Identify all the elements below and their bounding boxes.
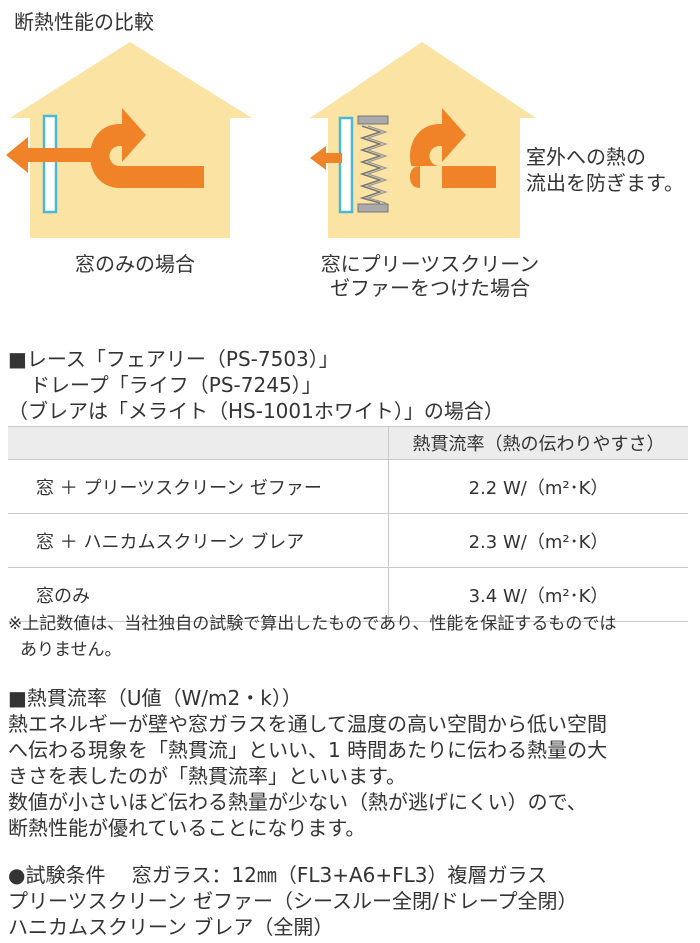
section2-heading: ■熱貫流率（U値（W/m2・k））: [8, 686, 302, 710]
performance-table: 熱貫流率（熱の伝わりやすさ） 窓 ＋ プリーツスクリーン ゼファー 2.2 W/…: [8, 426, 688, 622]
left-caption: 窓のみの場合: [75, 252, 195, 276]
right-caption-line2: ゼファーをつけた場合: [330, 276, 530, 300]
diagram-note: 室外への熱の 流出を防ぎます。: [526, 144, 684, 196]
house-window-only-diagram: [6, 42, 252, 238]
table-row: 窓 ＋ ハニカムスクリーン ブレア 2.3 W/（m²･K）: [8, 513, 688, 568]
table-header-row: 熱貫流率（熱の伝わりやすさ）: [8, 426, 688, 460]
row-value: 2.2 W/（m²･K）: [388, 459, 688, 514]
table-row: 窓 ＋ プリーツスクリーン ゼファー 2.2 W/（m²･K）: [8, 459, 688, 514]
table-row: 窓のみ 3.4 W/（m²･K）: [8, 567, 688, 622]
section2-line: 断熱性能が優れていることになります。: [8, 816, 366, 840]
row-label: 窓のみ: [8, 567, 389, 622]
row-value: 2.3 W/（m²･K）: [388, 513, 688, 568]
heat-outflow-arrow-icon: [310, 146, 326, 170]
diagram-note-line2: 流出を防ぎます。: [526, 171, 684, 195]
pleated-screen-icon: [357, 115, 389, 213]
window-glass: [338, 116, 354, 214]
heat-arrow-icon: [90, 108, 204, 188]
row-label: 窓 ＋ ハニカムスクリーン ブレア: [8, 513, 389, 568]
section3-line: プリーツスクリーン ゼファー（シースルー全閉/ドレープ全閉）: [8, 889, 578, 913]
section2-line: 数値が小さいほど伝わる熱量が少ない（熱が逃げにくい）ので、: [8, 790, 587, 814]
section1-line2: ドレープ「ライフ（PS-7245）」: [30, 373, 322, 397]
window-glass: [42, 114, 58, 214]
section2: ■熱貫流率（U値（W/m2・k）） 熱エネルギーが壁や窓ガラスを通して温度の高い…: [8, 685, 607, 841]
section1-heading: ■レース「フェアリー（PS-7503）」 ドレープ「ライフ（PS-7245）」 …: [8, 346, 504, 424]
house-with-screen-diagram: [310, 42, 536, 238]
table-header-empty: [8, 426, 389, 460]
heat-outflow-arrow-icon: [6, 137, 28, 173]
note-line2: ありません。: [20, 640, 122, 660]
table-header-value: 熱貫流率（熱の伝わりやすさ）: [388, 426, 688, 460]
section3-line: ハニカムスクリーン ブレア（全開）: [8, 915, 334, 939]
disclaimer-note: ※上記数値は、当社独自の試験で算出したものであり、性能を保証するものでは ありま…: [8, 611, 698, 663]
diagram-note-line1: 室外への熱の: [526, 145, 646, 169]
section2-line: へ伝わる現象を「熱貫流」といい、1 時間あたりに伝わる熱量の大: [8, 738, 608, 762]
section2-line: 熱エネルギーが壁や窓ガラスを通して温度の高い空間から低い空間: [8, 712, 607, 736]
right-caption-line1: 窓にプリーツスクリーン: [320, 252, 540, 276]
section3-line: ●試験条件 窓ガラス：12㎜（FL3+A6+FL3）複層ガラス: [8, 863, 548, 887]
section3-test-conditions: ●試験条件 窓ガラス：12㎜（FL3+A6+FL3）複層ガラス プリーツスクリー…: [8, 862, 578, 940]
page-title: 断熱性能の比較: [14, 10, 154, 34]
section2-line: きさを表したのが「熱貫流率」といいます。: [8, 764, 406, 788]
note-line1: ※上記数値は、当社独自の試験で算出したものであり、性能を保証するものでは: [8, 614, 617, 634]
right-caption: 窓にプリーツスクリーン ゼファーをつけた場合: [290, 252, 570, 300]
row-label: 窓 ＋ プリーツスクリーン ゼファー: [8, 459, 389, 514]
section1-line3: （ブレアは「メライト（HS-1001ホワイト）」の場合）: [8, 399, 504, 423]
section1-line1: ■レース「フェアリー（PS-7503）」: [8, 347, 339, 371]
row-value: 3.4 W/（m²･K）: [388, 567, 688, 622]
